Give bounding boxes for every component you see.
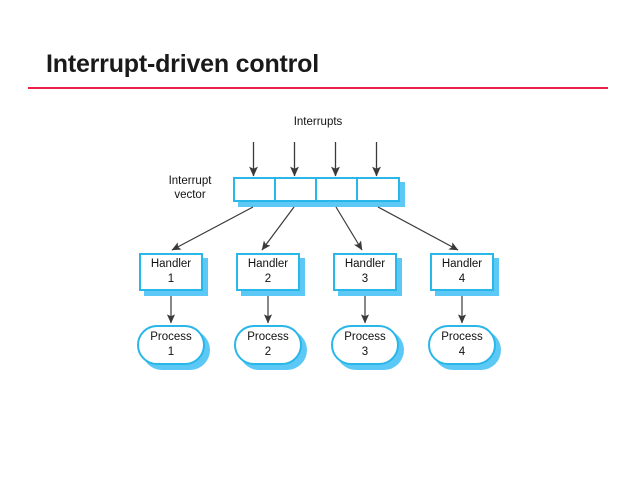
interrupt-input-arrows: [249, 142, 381, 177]
process-1-label-line1: Process: [150, 331, 192, 343]
connector-layer: [166, 142, 467, 324]
page-title: Interrupt-driven control: [46, 50, 319, 78]
handler-1-label-line2: 1: [167, 273, 175, 285]
interrupts-label: Interrupts: [293, 116, 343, 128]
handler-2-label-line2: 2: [264, 273, 272, 285]
interrupt-vector-cell-divider-2: [315, 179, 317, 200]
process-1-label-line2: 1: [167, 346, 175, 358]
handler-3-label-line2: 3: [361, 273, 369, 285]
vector-to-handler-arrows: [171, 206, 459, 251]
process-2-label-line2: 2: [264, 346, 272, 358]
process-2-label-line1: Process: [247, 331, 289, 343]
process-4-node[interactable]: Process 4: [428, 325, 496, 365]
vector-to-handler-arrow-3: [335, 206, 363, 251]
process-3-label-line2: 3: [361, 346, 369, 358]
handler-1-label-line1: Handler: [150, 258, 192, 270]
process-2-node[interactable]: Process 2: [234, 325, 302, 365]
handler-2-box[interactable]: Handler 2: [236, 253, 300, 291]
handler-1-box[interactable]: Handler 1: [139, 253, 203, 291]
handler-3-label-line1: Handler: [344, 258, 386, 270]
process-1-node[interactable]: Process 1: [137, 325, 205, 365]
interrupt-vector-cell-divider-1: [274, 179, 276, 200]
handler-4-label-line1: Handler: [441, 258, 483, 270]
handler-2-label-line1: Handler: [247, 258, 289, 270]
process-4-label-line1: Process: [441, 331, 483, 343]
interrupt-vector-label-line1: Interrupt: [168, 175, 212, 187]
interrupt-diagram: Interrupts Interrupt vector Handler 1 Ha…: [0, 100, 638, 400]
handler-4-label-line2: 4: [458, 273, 466, 285]
process-4-label-line2: 4: [458, 346, 466, 358]
handler-4-box[interactable]: Handler 4: [430, 253, 494, 291]
handler-to-process-arrows: [166, 296, 467, 324]
vector-to-handler-arrow-4: [377, 206, 459, 251]
vector-to-handler-arrow-2: [261, 206, 295, 251]
interrupt-vector-label: Interrupt vector: [150, 174, 230, 202]
interrupt-vector-label-line2: vector: [174, 189, 206, 201]
process-3-node[interactable]: Process 3: [331, 325, 399, 365]
interrupt-vector-cell-divider-3: [356, 179, 358, 200]
process-3-label-line1: Process: [344, 331, 386, 343]
vector-to-handler-arrow-1: [171, 206, 254, 251]
handler-3-box[interactable]: Handler 3: [333, 253, 397, 291]
title-divider: [28, 87, 608, 89]
